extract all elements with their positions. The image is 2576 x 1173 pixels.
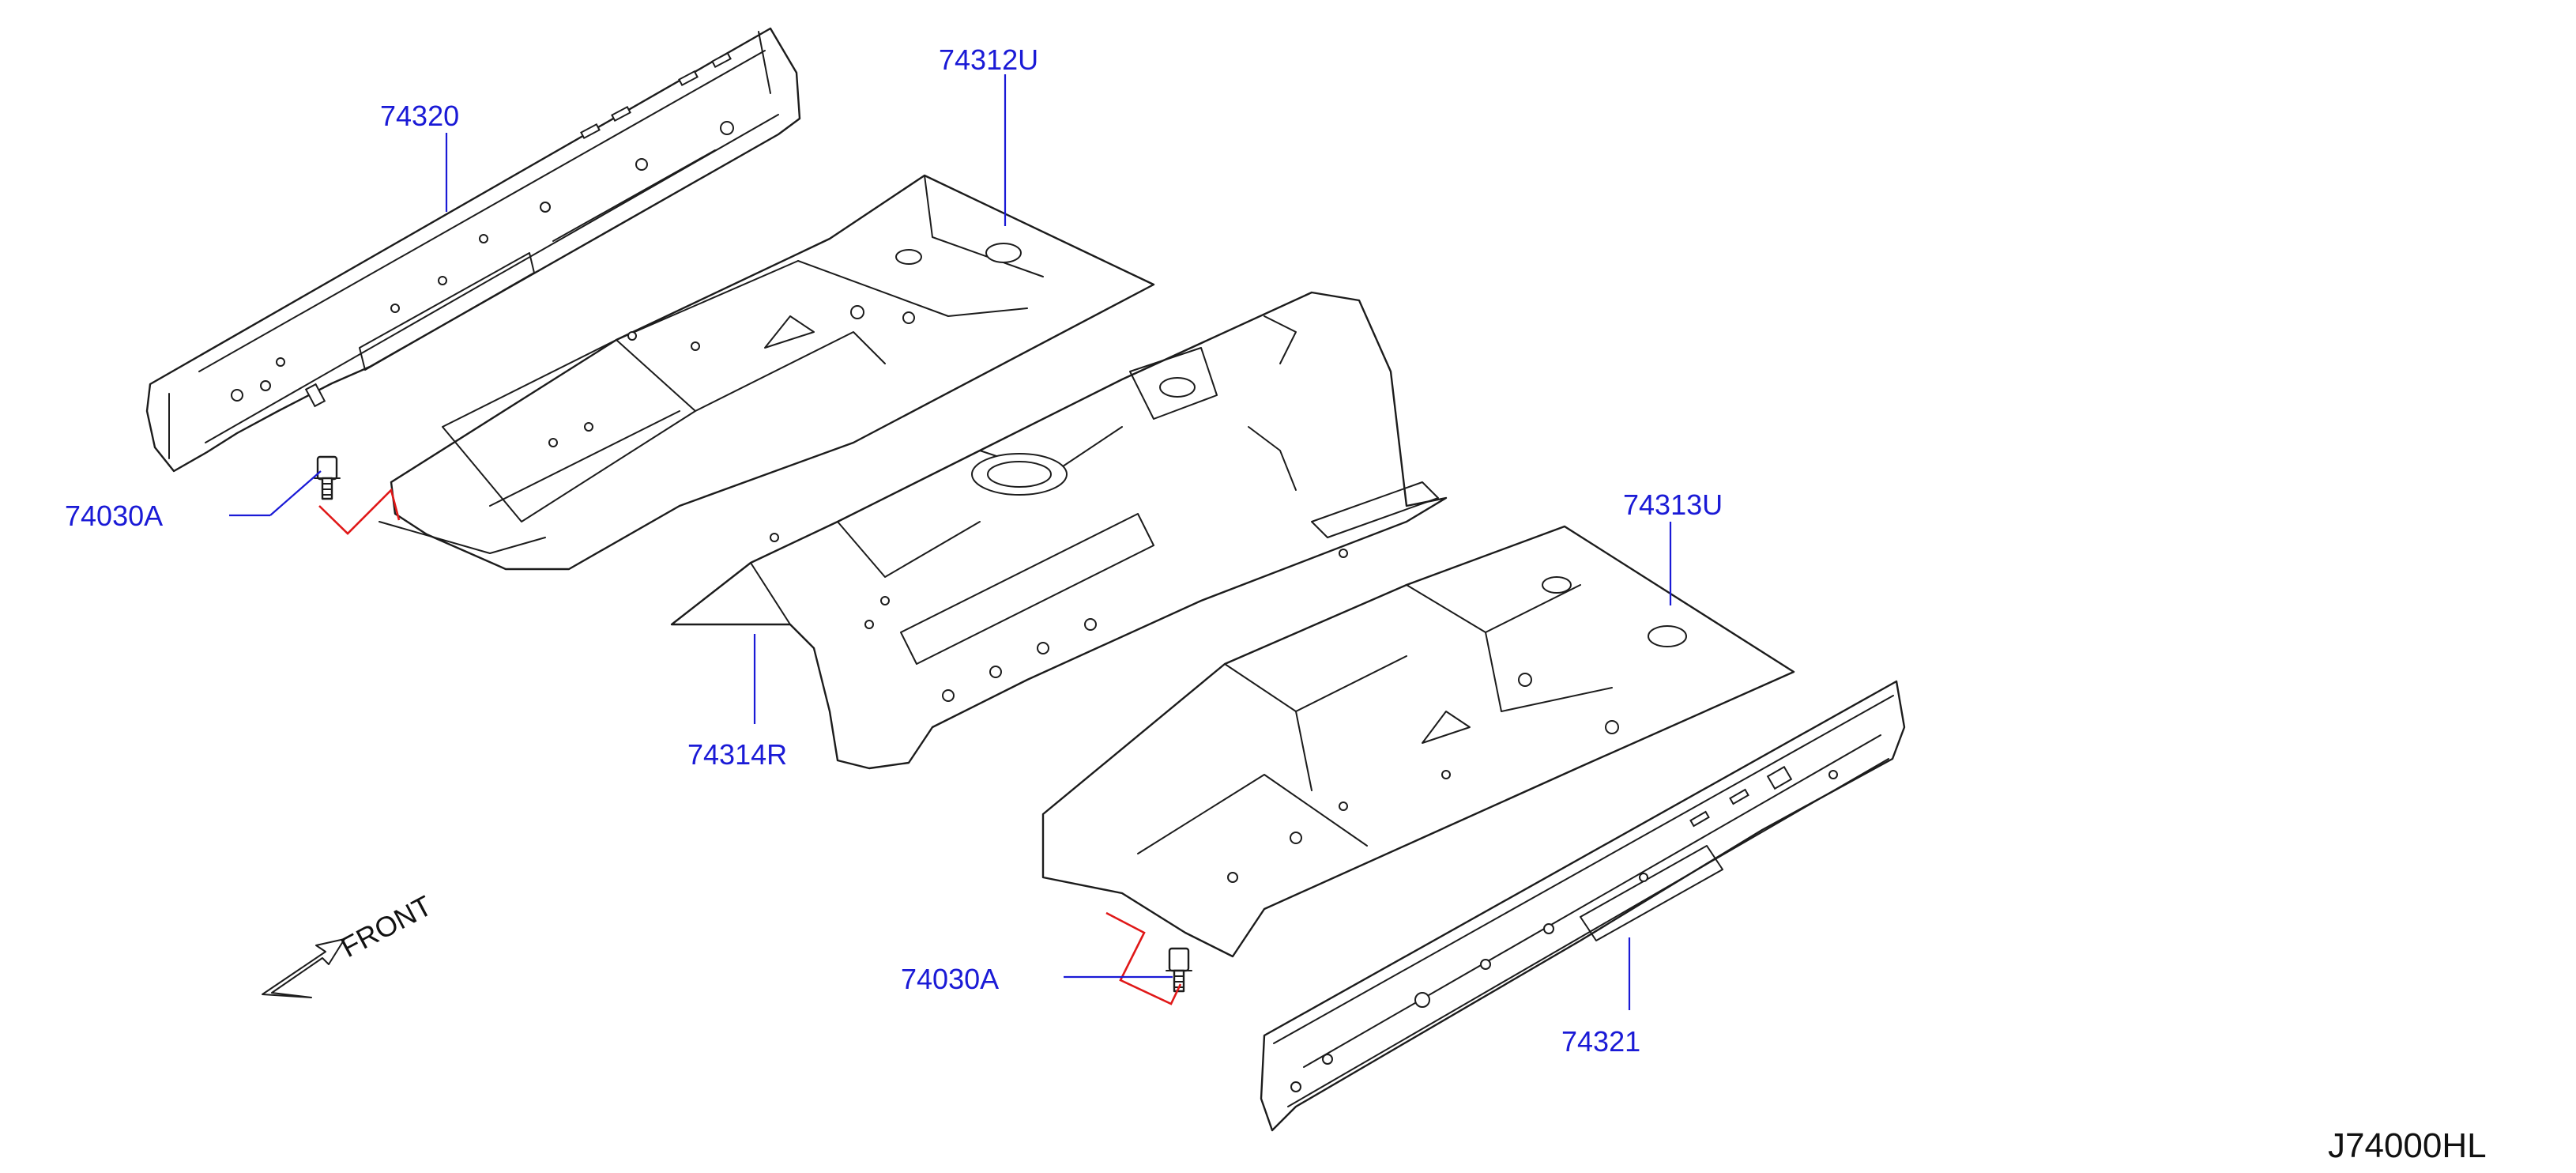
callout-74030A-lower: 74030A [901, 963, 999, 995]
leader-74030A-upper-diag [269, 470, 322, 516]
side-rail-left-part [145, 27, 801, 473]
front-indicator: FRONT [262, 889, 437, 998]
center-floor-panel-part [670, 291, 1448, 770]
front-label: FRONT [336, 889, 438, 964]
callout-74312U: 74312U [939, 43, 1038, 76]
callout-74030A-upper: 74030A [65, 500, 163, 532]
bolt-upper-part [314, 455, 341, 500]
callout-74314R: 74314R [687, 738, 787, 771]
bolt-lower-part [1166, 947, 1192, 993]
front-floor-panel-part [1041, 525, 1795, 958]
callout-74321: 74321 [1561, 1025, 1640, 1058]
bolt-upper-install-bracket [318, 488, 401, 535]
side-rail-right-part [1260, 680, 1906, 1132]
diagram-code: J74000HL [2328, 1126, 2487, 1165]
arrow-icon [262, 938, 345, 998]
callout-74320: 74320 [380, 100, 459, 132]
callout-74313U: 74313U [1623, 488, 1723, 521]
bolt-lower-install-bracket [1105, 911, 1182, 1005]
rear-floor-panel-part [378, 174, 1155, 571]
